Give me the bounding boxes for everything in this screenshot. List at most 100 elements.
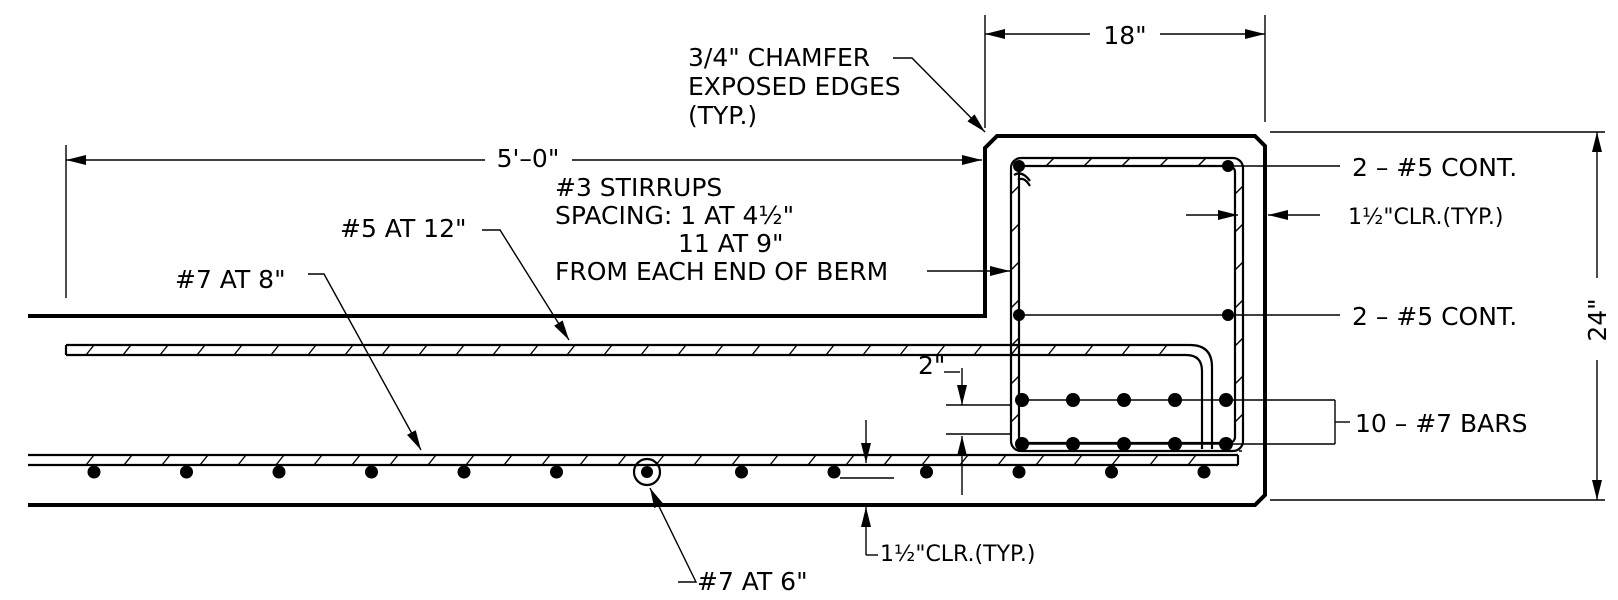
hatch-mark bbox=[788, 344, 798, 356]
hatch-mark bbox=[199, 454, 209, 466]
hatch-mark bbox=[1010, 223, 1020, 233]
hatch-mark bbox=[1010, 413, 1020, 423]
bottom-rebar-row bbox=[87, 465, 1211, 479]
hatch-mark bbox=[825, 344, 835, 356]
bottom-bar-note: #7 AT 8" bbox=[175, 265, 422, 451]
chamfer-note: 3/4" CHAMFER EXPOSED EDGES (TYP.) bbox=[688, 43, 986, 133]
hatch-mark bbox=[344, 344, 354, 356]
hatch-mark bbox=[123, 454, 133, 466]
hatch-mark bbox=[617, 454, 627, 466]
transverse-bar-note: #7 AT 6" bbox=[649, 487, 808, 596]
bottom-horizontal-bar bbox=[28, 453, 1240, 467]
rebar-dot bbox=[827, 465, 841, 479]
hatch-mark bbox=[1083, 157, 1093, 167]
hatch-mark bbox=[1234, 223, 1244, 233]
clear-bottom-dim: 1½"CLR.(TYP.) bbox=[840, 420, 1035, 567]
hatch-mark bbox=[1234, 185, 1244, 195]
bars-top-note: 2 – #5 CONT. bbox=[1019, 153, 1517, 182]
hatch-mark bbox=[1010, 344, 1020, 356]
cover-2-dim: 2" bbox=[918, 351, 1010, 495]
top-bar-label: #5 AT 12" bbox=[340, 214, 467, 243]
hatch-mark bbox=[807, 454, 817, 466]
rebar-dot bbox=[920, 465, 933, 479]
top-horizontal-bar bbox=[64, 343, 1214, 449]
stirrup-line-3: 11 AT 9" bbox=[678, 229, 784, 258]
clear-side-dim: 1½"CLR.(TYP.) bbox=[1186, 205, 1503, 230]
bars-mid-note: 2 – #5 CONT. bbox=[1019, 302, 1517, 331]
hatch-mark bbox=[677, 344, 687, 356]
bars-top-label: 2 – #5 CONT. bbox=[1352, 153, 1517, 182]
hatch-mark bbox=[1010, 185, 1020, 195]
hatch-mark bbox=[921, 454, 931, 466]
chamfer-line-2: EXPOSED EDGES bbox=[688, 72, 901, 101]
hatch-mark bbox=[1010, 337, 1020, 347]
rebar-dot bbox=[87, 465, 101, 479]
chamfer-line-3: (TYP.) bbox=[688, 101, 757, 130]
rebar-dot bbox=[365, 465, 378, 479]
clear-bottom-label: 1½"CLR.(TYP.) bbox=[880, 542, 1035, 567]
hatch-mark bbox=[1035, 454, 1045, 466]
hatch-mark bbox=[751, 344, 761, 356]
dim-5ft-label: 5'–0" bbox=[497, 144, 560, 173]
hatch-mark bbox=[883, 454, 893, 466]
stirrup bbox=[1009, 156, 1245, 453]
rebar-dot bbox=[272, 465, 286, 479]
concrete-outline bbox=[28, 134, 1267, 507]
hatch-mark bbox=[85, 454, 95, 466]
hatch-mark bbox=[714, 344, 724, 356]
hatch-mark bbox=[1084, 344, 1094, 356]
rebar-dot bbox=[1105, 465, 1118, 479]
hatch-mark bbox=[1149, 454, 1159, 466]
hatch-mark bbox=[769, 454, 779, 466]
hatch-mark bbox=[159, 344, 169, 356]
hatch-mark bbox=[1197, 157, 1207, 167]
hatch-mark bbox=[307, 344, 317, 356]
hatch-mark bbox=[389, 454, 399, 466]
hatch-mark bbox=[492, 344, 502, 356]
hatch-mark bbox=[1121, 157, 1131, 167]
bars-bottom-label: 10 – #7 BARS bbox=[1355, 409, 1528, 438]
chamfer-line-1: 3/4" CHAMFER bbox=[688, 43, 870, 72]
hatch-mark bbox=[161, 454, 171, 466]
hatch-mark bbox=[529, 344, 539, 356]
stirrup-note: #3 STIRRUPS SPACING: 1 AT 4½" 11 AT 9" F… bbox=[555, 173, 1010, 286]
hatch-mark bbox=[959, 454, 969, 466]
transverse-bar-label: #7 AT 6" bbox=[697, 567, 808, 596]
hatch-mark bbox=[85, 344, 95, 356]
hatch-mark bbox=[1045, 157, 1055, 167]
hatch-mark bbox=[1234, 337, 1244, 347]
hatch-mark bbox=[936, 344, 946, 356]
hatch-mark bbox=[566, 344, 576, 356]
dim-18-label: 18" bbox=[1103, 21, 1146, 50]
hatch-mark bbox=[503, 454, 513, 466]
hatch-mark bbox=[465, 454, 475, 466]
hatch-mark bbox=[579, 454, 589, 466]
bottom-bar-label: #7 AT 8" bbox=[175, 265, 286, 294]
rebar-dot bbox=[1012, 465, 1026, 479]
cover-2-label: 2" bbox=[918, 351, 945, 380]
hatch-mark bbox=[1234, 261, 1244, 271]
hatch-mark bbox=[973, 344, 983, 356]
dim-5ft: 5'–0" bbox=[65, 144, 982, 298]
stirrup-line-2: SPACING: 1 AT 4½" bbox=[555, 201, 794, 230]
hatch-mark bbox=[862, 344, 872, 356]
rebar-dot bbox=[457, 465, 471, 479]
hatch-mark bbox=[640, 344, 650, 356]
hatch-mark bbox=[237, 454, 247, 466]
seven-bars-upper-row bbox=[1015, 393, 1233, 407]
transverse-bar-circle bbox=[632, 457, 662, 487]
dim-18: 18" bbox=[984, 15, 1266, 128]
hatch-mark bbox=[455, 344, 465, 356]
transverse-bar-dot bbox=[641, 466, 653, 478]
hatch-mark bbox=[899, 344, 909, 356]
hatch-mark bbox=[541, 454, 551, 466]
hatch-mark bbox=[845, 454, 855, 466]
hatch-mark bbox=[1234, 375, 1244, 385]
hatch-mark bbox=[427, 454, 437, 466]
hatch-mark bbox=[1010, 299, 1020, 309]
hatch-mark bbox=[1111, 454, 1121, 466]
hatch-mark bbox=[1234, 299, 1244, 309]
hatch-mark bbox=[1121, 344, 1131, 356]
hatch-mark bbox=[1010, 375, 1020, 385]
hatch-mark bbox=[603, 344, 613, 356]
